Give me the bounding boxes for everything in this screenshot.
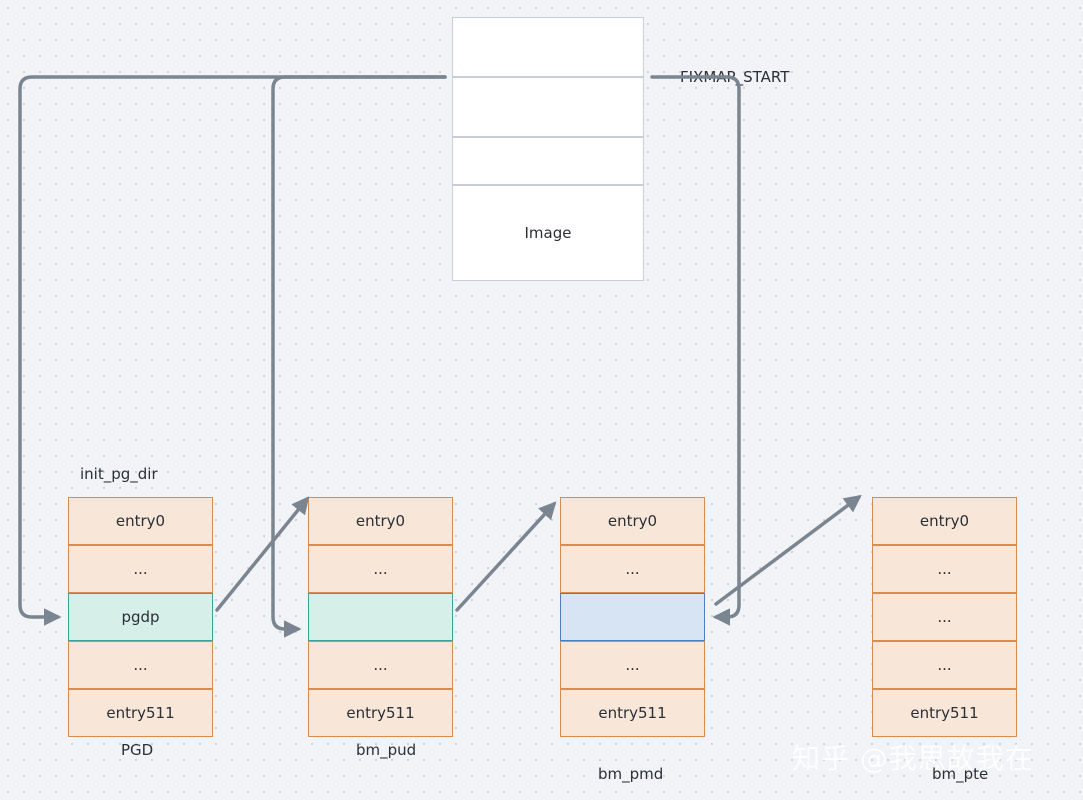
- pgd-entry-0-text: entry0: [115, 512, 166, 530]
- pgd-entry-2-text: pgdp: [121, 608, 160, 626]
- pmd-entry-4-text: entry511: [598, 704, 667, 722]
- pmd-entry-3: ...: [560, 641, 705, 689]
- pte-entry-2-text: ...: [937, 608, 952, 626]
- arrow-image-to-pgdp: [18, 75, 447, 626]
- image-block-slot-1: [452, 17, 644, 77]
- pmd-entry-0-text: entry0: [607, 512, 658, 530]
- pud-entry-highlight: [308, 593, 453, 641]
- pte-entry-2: ...: [872, 593, 1017, 641]
- pmd-entry-1: ...: [560, 545, 705, 593]
- watermark: 知乎 @我思故我在: [792, 742, 1034, 775]
- pgd-entry-4: entry511: [68, 689, 213, 737]
- pud-caption: bm_pud: [356, 741, 417, 759]
- pud-entry-4: entry511: [308, 689, 453, 737]
- pgd-caption: PGD: [121, 741, 154, 759]
- arrow-pud-to-pmd: [455, 501, 557, 612]
- pgd-entry-3: ...: [68, 641, 213, 689]
- image-block-slot-3: [452, 137, 644, 185]
- pmd-entry-1-text: ...: [625, 560, 640, 578]
- pud-entry-3: ...: [308, 641, 453, 689]
- pud-entry-0-text: entry0: [355, 512, 406, 530]
- init-pg-dir-label: init_pg_dir: [80, 465, 158, 483]
- image-block-slot-2: [452, 77, 644, 137]
- pte-entry-1: ...: [872, 545, 1017, 593]
- arrow-pmd-to-pte: [714, 494, 862, 606]
- pgd-entry-1-text: ...: [133, 560, 148, 578]
- pte-entry-4: entry511: [872, 689, 1017, 737]
- pud-entry-0: entry0: [308, 497, 453, 545]
- image-block-main: Image: [452, 185, 644, 281]
- pmd-entry-4: entry511: [560, 689, 705, 737]
- pgd-entry-0: entry0: [68, 497, 213, 545]
- pmd-entry-3-text: ...: [625, 656, 640, 674]
- pgd-entry-pgdp: pgdp: [68, 593, 213, 641]
- arrow-image-to-pud: [271, 75, 447, 638]
- pte-entry-3: ...: [872, 641, 1017, 689]
- pud-entry-3-text: ...: [373, 656, 388, 674]
- pte-entry-4-text: entry511: [910, 704, 979, 722]
- pgd-entry-4-text: entry511: [106, 704, 175, 722]
- pte-entry-1-text: ...: [937, 560, 952, 578]
- pmd-entry-highlight: [560, 593, 705, 641]
- pud-entry-4-text: entry511: [346, 704, 415, 722]
- pmd-caption: bm_pmd: [598, 765, 664, 783]
- pgd-entry-3-text: ...: [133, 656, 148, 674]
- pte-entry-0-text: entry0: [919, 512, 970, 530]
- pud-entry-1-text: ...: [373, 560, 388, 578]
- pgd-entry-1: ...: [68, 545, 213, 593]
- image-label: Image: [524, 224, 572, 242]
- arrow-fixmap-to-pmd: [650, 75, 741, 626]
- pmd-entry-0: entry0: [560, 497, 705, 545]
- pte-caption: bm_pte: [932, 765, 989, 783]
- pud-entry-1: ...: [308, 545, 453, 593]
- arrow-pgd-to-pud: [215, 496, 310, 612]
- pte-entry-0: entry0: [872, 497, 1017, 545]
- pte-entry-3-text: ...: [937, 656, 952, 674]
